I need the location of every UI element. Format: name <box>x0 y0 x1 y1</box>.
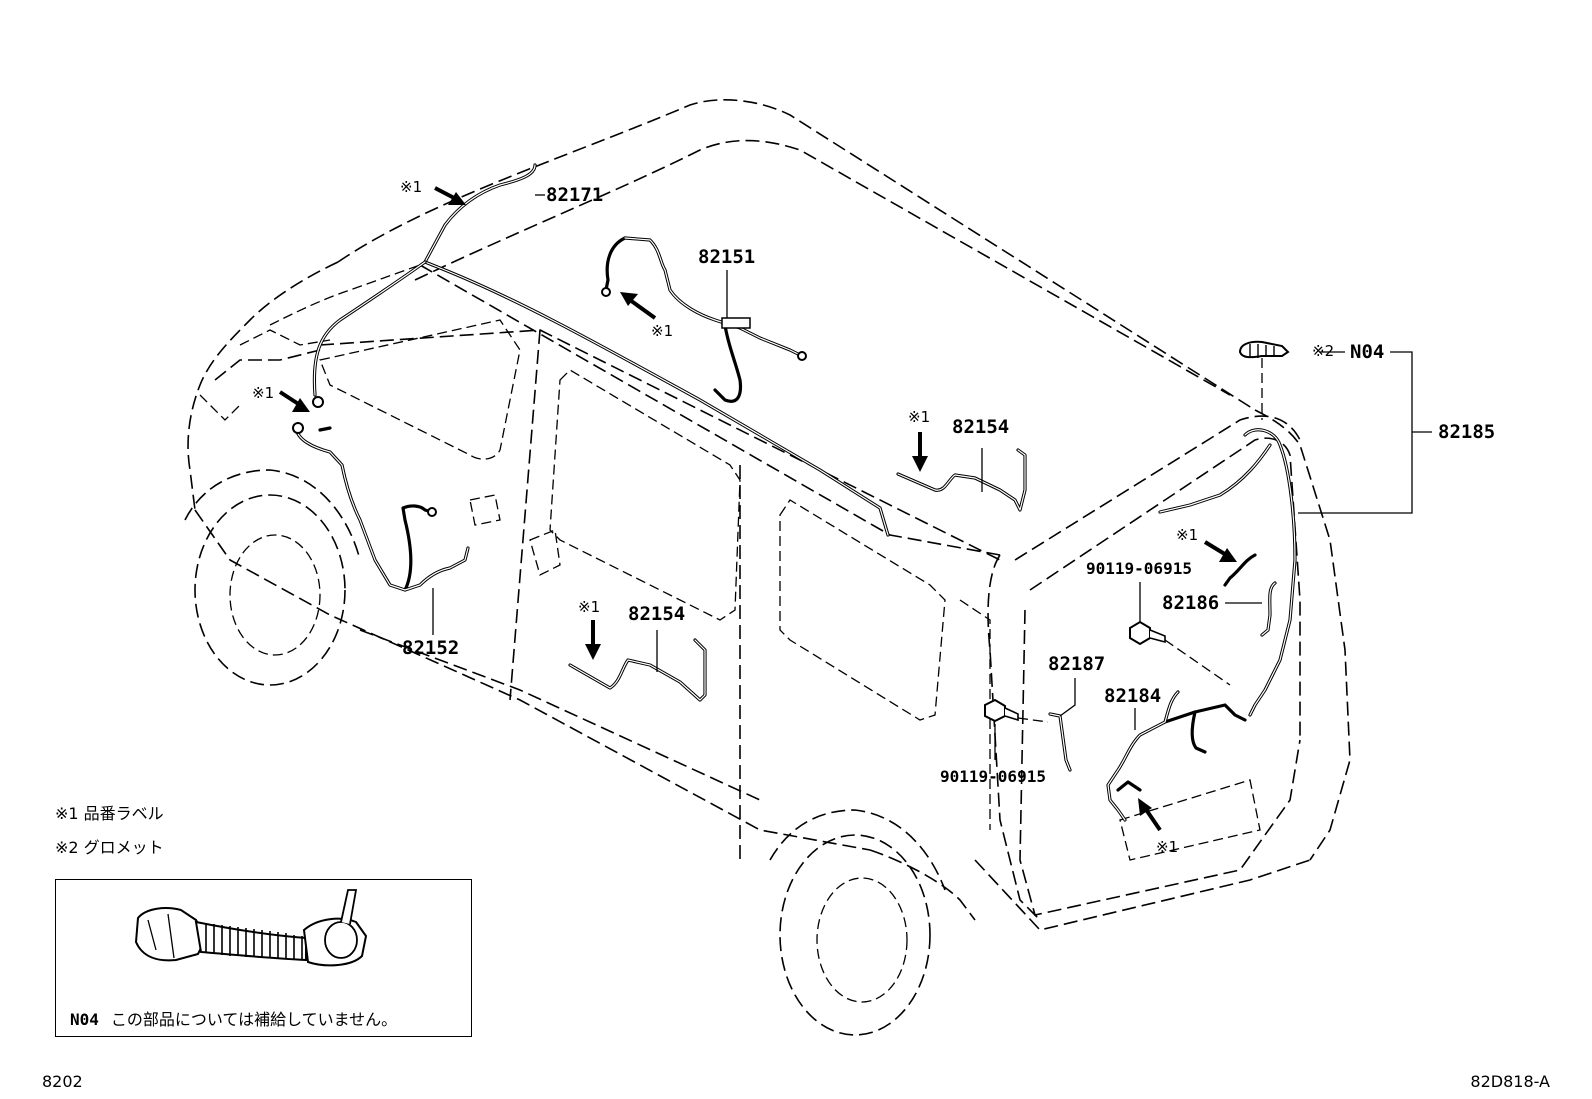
mark-label: ※1 <box>252 384 274 402</box>
harness-82184 <box>1106 690 1247 822</box>
grommet-icon <box>1238 340 1290 420</box>
rear-wheel <box>769 809 946 1036</box>
part-number-82152: 82152 <box>402 637 459 659</box>
mark-label: ※1 <box>651 322 673 340</box>
harness-82187 <box>1048 712 1072 772</box>
harness-82152 <box>292 422 470 592</box>
page-code-left: 8202 <box>42 1072 83 1091</box>
arrow-icon <box>434 186 466 205</box>
part-number-82154-lower: 82154 <box>628 603 685 625</box>
legend-note-1: ※1 品番ラベル <box>55 804 164 823</box>
arrow-icon <box>1138 798 1162 832</box>
diagram-code-right: 82D818-A <box>1470 1072 1550 1091</box>
mark-label: ※1 <box>1156 838 1178 856</box>
inset-part-code: N04 <box>70 1010 99 1029</box>
front-wheel <box>184 469 361 686</box>
bolt-icon <box>984 698 1049 723</box>
part-labels: ※1 82171 82151 ※1 ※1 82152 ※1 82154 ※1 8… <box>252 178 1495 856</box>
arrow-icon <box>620 292 657 320</box>
inset-caption-text: この部品については補給していません。 <box>110 1010 398 1029</box>
mark-label: ※1 <box>1176 526 1198 544</box>
arrow-icon <box>585 620 601 660</box>
part-code-n04: N04 <box>1350 341 1384 363</box>
bolt-part-number: 90119-06915 <box>1086 559 1192 578</box>
mark-label: ※1 <box>578 598 600 616</box>
arrow-icon <box>278 390 310 412</box>
n04-inset-box: N04 この部品については補給していません。 <box>55 879 472 1037</box>
van-body-outline <box>187 99 1351 931</box>
part-number-82186: 82186 <box>1162 592 1219 614</box>
part-number-82184: 82184 <box>1104 685 1161 707</box>
inset-caption: N04 この部品については補給していません。 <box>70 1006 397 1030</box>
harness-82185 <box>1158 428 1297 717</box>
harness-82154-lower <box>568 638 707 702</box>
mark-label: ※1 <box>908 408 930 426</box>
harness-82151 <box>601 236 807 403</box>
arrow-icon <box>912 432 928 472</box>
harness-82171 <box>312 163 890 537</box>
part-number-82185: 82185 <box>1438 421 1495 443</box>
bolt-icon <box>1129 620 1231 686</box>
harness-82186 <box>1223 553 1277 637</box>
harness-82154-upper <box>896 448 1027 512</box>
mark-label: ※1 <box>400 178 422 196</box>
part-number-82154-upper: 82154 <box>952 416 1009 438</box>
leader-lines <box>432 194 1432 760</box>
arrow-icon <box>1203 540 1237 562</box>
grommet-icon <box>134 889 368 967</box>
part-number-82187: 82187 <box>1048 653 1105 675</box>
part-number-82171: 82171 <box>546 184 603 206</box>
legend-note-2: ※2 グロメット <box>55 838 164 857</box>
mark-label: ※2 <box>1312 342 1334 360</box>
part-number-82151: 82151 <box>698 246 755 268</box>
bolt-part-number: 90119-06915 <box>940 767 1046 786</box>
connector-icon <box>312 396 324 408</box>
